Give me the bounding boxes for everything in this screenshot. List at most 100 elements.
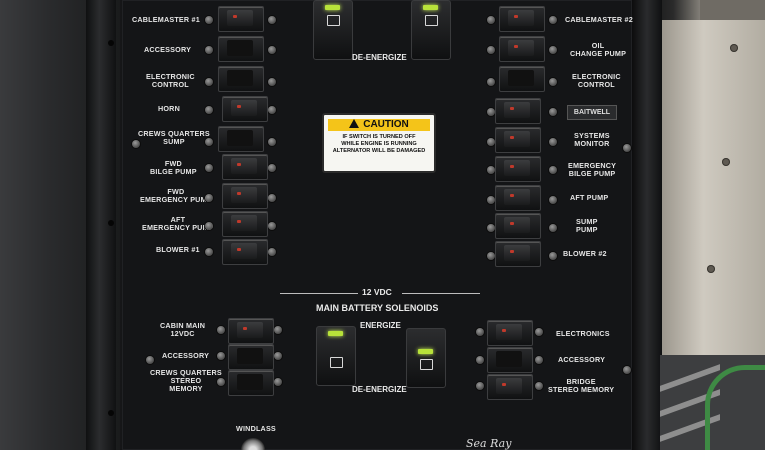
screw [268,248,276,256]
label-cabin-main: CABIN MAIN 12VDC [160,321,206,338]
screw [487,224,495,232]
hinge-screw [108,40,114,46]
hinge-screw [108,220,114,226]
breaker-cablemaster-1[interactable] [218,6,264,32]
screw [132,140,140,148]
divider-line [280,293,358,294]
screw [268,106,276,114]
junction-box [662,20,765,355]
screw [205,16,213,24]
breaker-systems-monitor[interactable] [495,127,541,153]
screw [205,248,213,256]
screw [487,16,495,24]
breaker-bridge-stereo[interactable] [487,374,533,400]
screw [274,326,282,334]
breaker-fwd-bilge-pump[interactable] [222,154,268,180]
solenoid-switch-2[interactable] [406,328,446,388]
status-led [325,5,340,10]
label-systems-monitor: SYSTEMS MONITOR [574,131,610,148]
screw [535,328,543,336]
label-horn: HORN [158,104,180,113]
label-oil-change-pump: OIL CHANGE PUMP [570,41,627,58]
solenoid-switch-1[interactable] [316,326,356,386]
breaker-crews-quarters-sump[interactable] [218,126,264,152]
screw [623,144,631,152]
breaker-blower-2[interactable] [495,241,541,267]
breaker-cabin-main[interactable] [228,318,274,344]
green-cable [705,365,765,450]
bulkhead-strip [700,0,765,20]
label-deenergize-bottom: DE-ENERGIZE [352,385,407,394]
label-fwd-emergency-pump: FWD EMERGENCY PUMP [140,187,212,204]
breaker-fwd-emergency-pump[interactable] [222,183,268,209]
breaker-electronic-control[interactable] [218,66,264,92]
screw [487,138,495,146]
label-windlass: WINDLASS [236,424,276,433]
screw [205,222,213,230]
screw [623,366,631,374]
screw [268,16,276,24]
label-cablemaster-2: CABLEMASTER #2 [565,15,633,24]
breaker-blower-1[interactable] [222,239,268,265]
breaker-crews-quarters-stereo[interactable] [228,370,274,396]
breaker-cablemaster-2[interactable] [499,6,545,32]
breaker-oil-change-pump[interactable] [499,36,545,62]
screw [268,222,276,230]
screw [549,108,557,116]
breaker-horn[interactable] [222,96,268,122]
screw [549,224,557,232]
breaker-aft-emergency-pump[interactable] [222,211,268,237]
breaker-accessory-bottom[interactable] [228,344,274,370]
label-deenergize-top: DE-ENERGIZE [352,53,407,62]
switch-window [420,359,433,370]
caution-text: IF SWITCH IS TURNED OFF WHILE ENGINE IS … [332,134,426,154]
screw [487,166,495,174]
screw [274,378,282,386]
screw [487,252,495,260]
label-aft-pump: AFT PUMP [570,193,609,202]
screw [205,46,213,54]
label-accessory-bottom: ACCESSORY [162,351,210,360]
screw [205,106,213,114]
battery-switch-2[interactable] [411,0,451,60]
label-accessory: ACCESSORY [144,45,192,54]
status-led [328,331,343,336]
breaker-electronics[interactable] [487,320,533,346]
screw [549,16,557,24]
screw [476,382,484,390]
caution-placard: CAUTION IF SWITCH IS TURNED OFF WHILE EN… [322,113,436,173]
battery-switch-1[interactable] [313,0,353,60]
label-crews-quarters-sump: CREWS QUARTERS SUMP [138,129,210,146]
breaker-accessory-right[interactable] [487,347,533,373]
screw [205,164,213,172]
screw [487,46,495,54]
breaker-sump-pump[interactable] [495,213,541,239]
warning-icon [349,119,360,128]
label-baitwell: BAITWELL [567,105,617,120]
switch-window [330,357,343,368]
windlass-knob[interactable] [241,438,265,450]
switch-window [425,15,438,26]
label-emergency-bilge-pump: EMERGENCY BILGE PUMP [568,161,617,178]
label-aft-emergency-pump: AFT EMERGENCY PUMP [142,215,214,232]
caution-header: CAUTION [328,119,430,131]
breaker-baitwell[interactable] [495,98,541,124]
label-energize: ENERGIZE [360,321,401,330]
breaker-electronic-control-2[interactable] [499,66,545,92]
screw [268,78,276,86]
screw [549,252,557,260]
label-sump-pump: SUMP PUMP [576,217,598,234]
screw [268,138,276,146]
breaker-aft-pump[interactable] [495,185,541,211]
screw [268,194,276,202]
caution-title: CAUTION [363,119,409,130]
screw [487,78,495,86]
status-led [418,349,433,354]
breaker-accessory[interactable] [218,36,264,62]
screw [549,78,557,86]
screw [487,108,495,116]
box-screw [730,44,738,52]
breaker-emergency-bilge-pump[interactable] [495,156,541,182]
screw [535,356,543,364]
